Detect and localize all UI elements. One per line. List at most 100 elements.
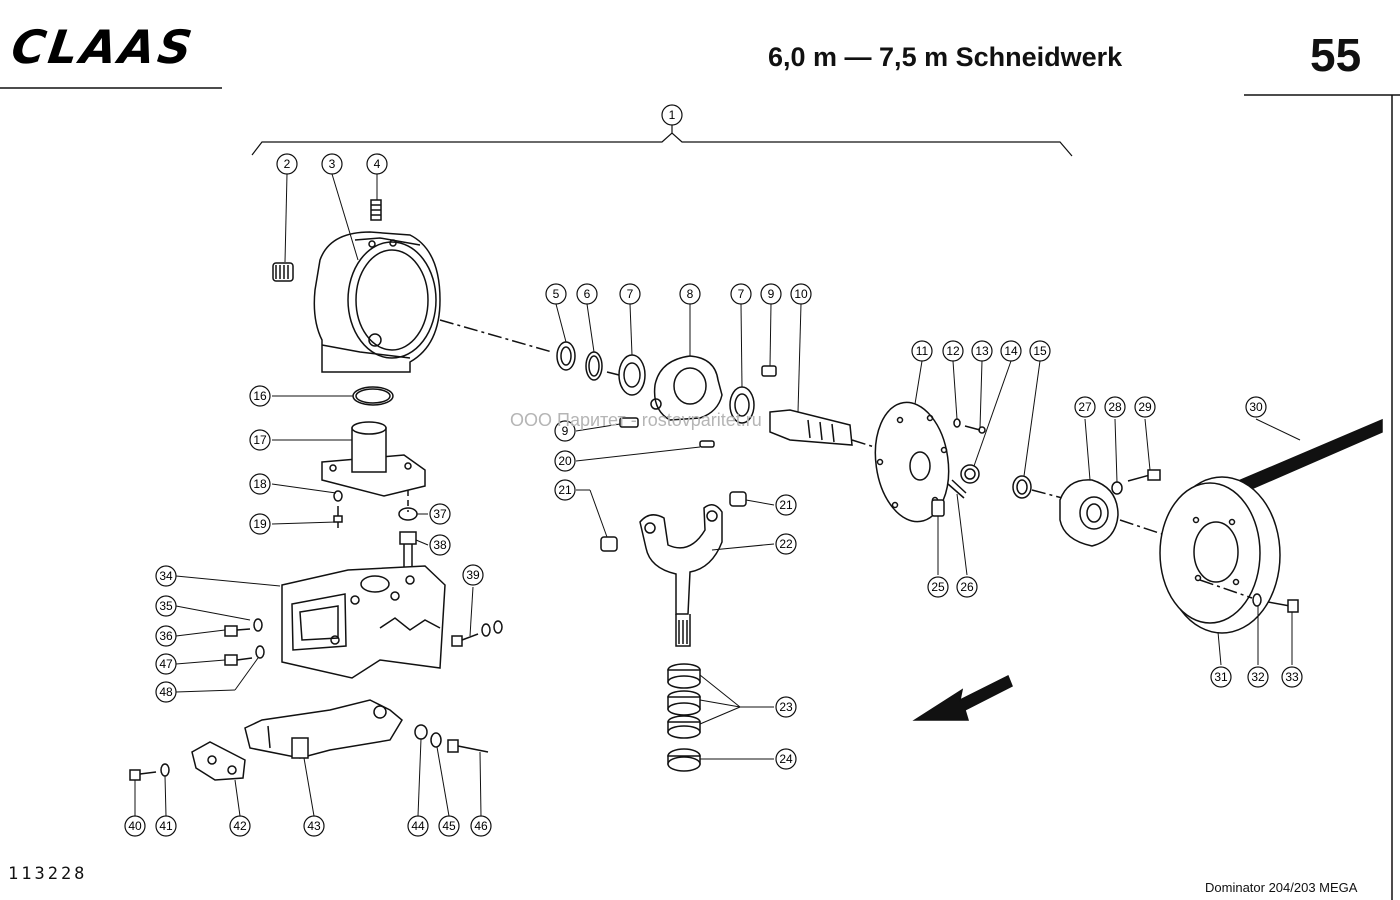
callout-27: 27	[1074, 396, 1096, 418]
callout-11: 11	[911, 340, 933, 362]
part-seal-24	[667, 748, 701, 772]
callout-label: 21	[558, 483, 572, 497]
callout-25: 25	[927, 576, 949, 598]
callout-8: 8	[679, 283, 701, 305]
part-bolt-47	[224, 654, 253, 666]
callout-label: 30	[1249, 400, 1263, 414]
callout-15: 15	[1029, 340, 1051, 362]
callout-label: 41	[159, 819, 173, 833]
callout-label: 5	[553, 287, 560, 301]
part-gear-housing-3	[313, 231, 441, 373]
callout-label: 11	[916, 344, 929, 358]
part-ring-15	[1012, 475, 1032, 499]
callout-label: 21	[779, 498, 793, 512]
callout-40: 40	[124, 815, 146, 837]
callout-label: 26	[960, 580, 974, 594]
callout-30: 30	[1245, 396, 1267, 418]
callout-19: 19	[249, 513, 271, 535]
callout-29: 29	[1134, 396, 1156, 418]
part-washer-41	[160, 763, 170, 777]
callout-10: 10	[790, 283, 812, 305]
callout-12: 12	[942, 340, 964, 362]
callout-label: 40	[128, 819, 142, 833]
parts	[129, 199, 1383, 781]
part-clamp-42	[191, 741, 246, 781]
callout-label: 3	[329, 157, 336, 171]
part-washer-28	[1111, 481, 1123, 495]
callout-5: 5	[545, 283, 567, 305]
callout-label: 39	[466, 568, 480, 582]
callout-2: 2	[276, 153, 298, 175]
callout-label: 10	[794, 287, 808, 301]
callout-16: 16	[249, 385, 271, 407]
part-bush-14	[960, 464, 980, 484]
callout-21: 21	[554, 479, 576, 501]
callout-label: 7	[738, 287, 745, 301]
part-washer-45	[430, 732, 442, 748]
watermark: ООО Паритет - rostovparitet.ru	[510, 410, 762, 430]
part-bolt-33	[1267, 599, 1299, 613]
part-bush-21b	[729, 491, 747, 507]
part-washer-37	[398, 507, 418, 521]
callout-label: 8	[687, 287, 694, 301]
callout-26: 26	[956, 576, 978, 598]
page-title: 6,0 m — 7,5 m Schneidwerk	[768, 42, 1123, 72]
part-grease-nipple-4	[370, 199, 382, 221]
callout-18: 18	[249, 473, 271, 495]
part-washer-32	[1252, 593, 1262, 607]
part-bearing-housing-8	[650, 355, 723, 421]
part-flange-disc-11	[874, 401, 950, 523]
callout-label: 38	[433, 538, 447, 552]
callout-label: 23	[779, 700, 793, 714]
callout-41: 41	[155, 815, 177, 837]
callout-label: 44	[411, 819, 425, 833]
callout-label: 18	[253, 477, 267, 491]
part-pin-25	[931, 499, 945, 517]
callout-label: 6	[584, 287, 591, 301]
callout-9: 9	[554, 420, 576, 442]
part-washer-18	[333, 490, 343, 502]
part-pulley-31	[1159, 476, 1281, 634]
callout-label: 12	[946, 344, 960, 358]
callout-label: 32	[1251, 670, 1265, 684]
callout-47: 47	[155, 653, 177, 675]
callout-label: 15	[1033, 344, 1047, 358]
part-flange-tube-17	[321, 421, 426, 497]
part-bolt-29	[1127, 469, 1161, 482]
part-washer-48	[255, 645, 265, 659]
callout-37: 37	[429, 503, 451, 525]
callout-21: 21	[775, 494, 797, 516]
callout-35: 35	[155, 595, 177, 617]
part-screw-13	[964, 425, 986, 434]
callout-3: 3	[321, 153, 343, 175]
callout-label: 48	[159, 685, 173, 699]
callout-label: 29	[1138, 400, 1152, 414]
callout-6: 6	[576, 283, 598, 305]
callout-label: 1	[669, 108, 676, 122]
part-washer-12	[953, 418, 961, 428]
callout-label: 31	[1214, 670, 1228, 684]
callout-7: 7	[730, 283, 752, 305]
callout-label: 2	[284, 157, 291, 171]
callout-31: 31	[1210, 666, 1232, 688]
callout-7: 7	[619, 283, 641, 305]
callout-label: 46	[474, 819, 488, 833]
callout-14: 14	[1000, 340, 1022, 362]
callout-label: 20	[558, 454, 572, 468]
part-needle-bearings-23	[667, 663, 701, 739]
callout-13: 13	[971, 340, 993, 362]
leader-lines	[134, 173, 1301, 817]
callout-23: 23	[775, 696, 797, 718]
callout-label: 9	[562, 424, 569, 438]
part-o-ring-16	[352, 386, 394, 406]
callout-label: 19	[253, 517, 267, 531]
part-lever-43	[244, 699, 403, 759]
callout-36: 36	[155, 625, 177, 647]
part-bolt-46	[447, 739, 489, 753]
assembly-bracket	[251, 124, 1073, 157]
callout-label: 28	[1108, 400, 1122, 414]
callout-label: 24	[779, 752, 793, 766]
part-screw-19	[333, 506, 343, 528]
